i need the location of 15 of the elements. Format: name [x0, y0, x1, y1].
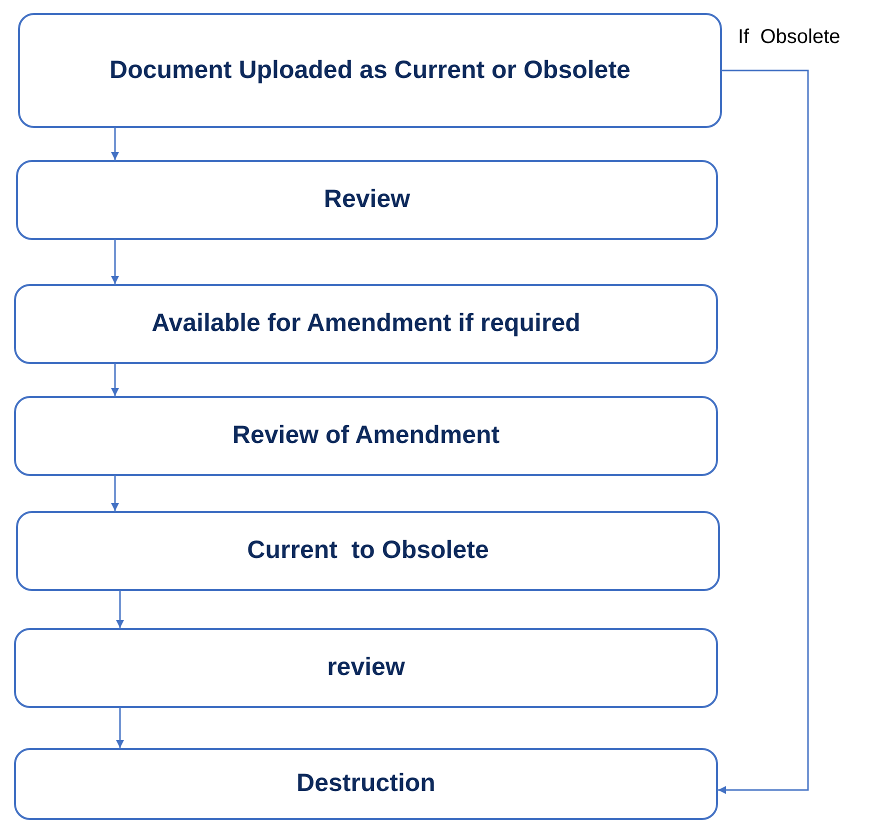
arrow	[111, 240, 119, 284]
edge-label: If Obsolete	[738, 26, 840, 46]
arrow	[718, 70, 809, 794]
process-box: Available for Amendment if required	[14, 284, 718, 364]
arrow	[116, 708, 124, 748]
arrow	[116, 591, 124, 628]
process-box: Review	[16, 160, 718, 240]
process-box: review	[14, 628, 718, 708]
arrow	[111, 364, 119, 396]
process-box: Destruction	[14, 748, 718, 820]
process-box: Review of Amendment	[14, 396, 718, 476]
arrow	[111, 128, 119, 160]
process-box: Document Uploaded as Current or Obsolete	[18, 13, 722, 128]
process-box: Current to Obsolete	[16, 511, 720, 591]
arrow	[111, 476, 119, 511]
